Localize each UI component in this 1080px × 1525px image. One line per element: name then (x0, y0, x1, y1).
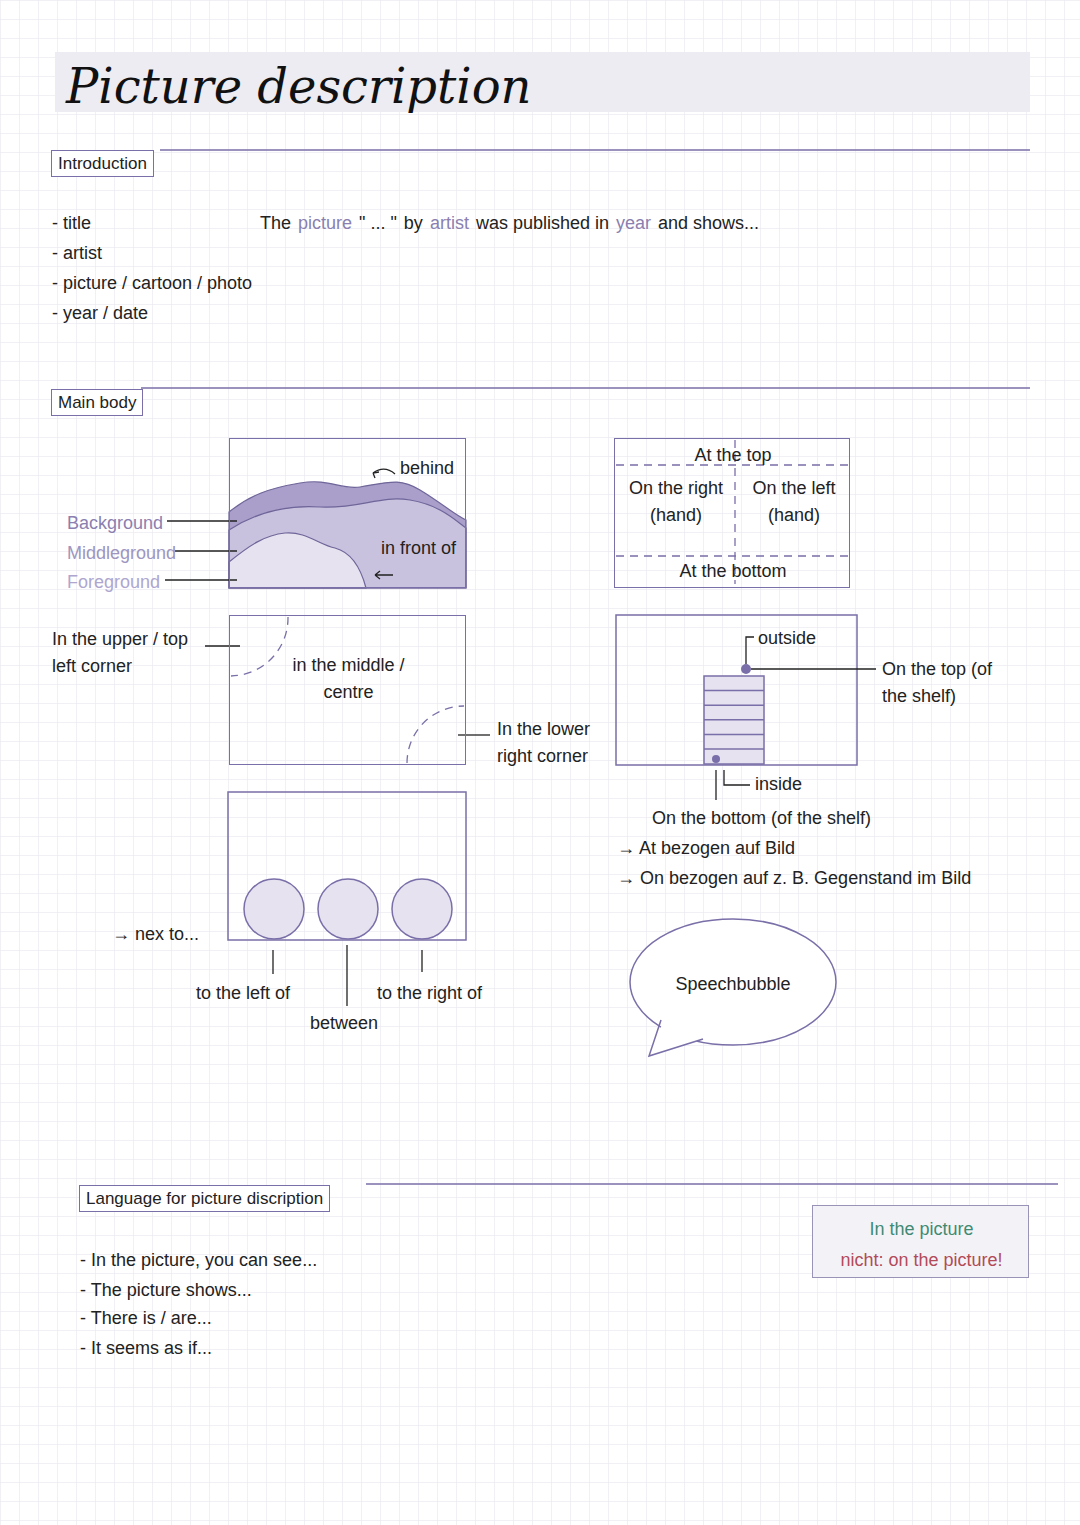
shelf (704, 676, 764, 764)
note-text: On the top (of the shelf) (882, 656, 1012, 710)
section-tag: Introduction (51, 150, 154, 177)
shelf-board (704, 704, 764, 706)
note-text: → At bezogen auf Bild (617, 835, 795, 862)
note-text: - There is / are... (80, 1305, 212, 1332)
leader-line (715, 770, 716, 800)
note-text: inside (755, 771, 802, 798)
position-box: At the top On the right (hand)On the left… (614, 438, 850, 588)
corner-arc (231, 617, 288, 676)
leader-line (165, 579, 237, 580)
section-rule (366, 1183, 1058, 1185)
section-heading: Main body (58, 392, 136, 413)
note-text: to the left of (196, 980, 290, 1007)
foreground-hill (229, 533, 366, 588)
note-text: year (616, 210, 651, 237)
shelf-board (704, 748, 764, 750)
node-text: Speechbubble (629, 971, 837, 998)
node-text: behind (400, 455, 454, 482)
leader-line (205, 645, 240, 646)
section-rule (141, 387, 1030, 389)
note-text: Foreground (67, 569, 160, 596)
leader-line (746, 637, 754, 664)
section-heading: Introduction (58, 153, 147, 174)
note-text: In the lower right corner (497, 716, 615, 770)
node-text: nicht: on the picture! (813, 1247, 1030, 1274)
arrow-behind (373, 469, 395, 474)
note-text: - picture / cartoon / photo (52, 270, 252, 297)
page-title: Picture description (66, 58, 531, 114)
note-text: Background (67, 510, 163, 537)
leader-line (458, 734, 490, 735)
circle (392, 879, 452, 939)
shelf-board (704, 734, 764, 736)
note-text: In the upper / top left corner (52, 626, 212, 680)
node-text: in the middle / centre (280, 652, 417, 706)
leader-line (751, 668, 876, 669)
section-tag: Language for picture discription (79, 1185, 330, 1212)
corner-box: in the middle / centre (229, 615, 466, 765)
circle (244, 879, 304, 939)
section-rule (160, 149, 1030, 151)
node-text: On the left (hand) (739, 475, 849, 529)
note-text: picture (298, 210, 352, 237)
note-text: was published in (476, 210, 609, 237)
note-text: On the bottom (of the shelf) (652, 805, 871, 832)
shelf-board (704, 719, 764, 721)
bubble-tail-outline (649, 1020, 703, 1056)
note-text: and shows... (658, 210, 759, 237)
leader-line (272, 950, 273, 974)
note-text: → nex to... (112, 921, 199, 948)
note-text: - title (52, 210, 91, 237)
leader-line (175, 550, 237, 551)
note-text: between (310, 1010, 378, 1037)
background-hill (229, 482, 466, 588)
dot (712, 755, 720, 763)
arrow-in-front (375, 571, 393, 579)
shelf-frame (616, 615, 857, 765)
note-text: - The picture shows... (80, 1277, 252, 1304)
corner-arc (407, 706, 464, 763)
leader-line (724, 770, 750, 785)
divider (616, 555, 848, 556)
leader-line (346, 945, 347, 1006)
note-text: - year / date (52, 300, 148, 327)
circles-frame (228, 792, 466, 940)
section-heading: Language for picture discription (86, 1188, 323, 1209)
note-text: " ... " (359, 210, 397, 237)
node-text: On the right (hand) (617, 475, 735, 529)
note-text: - It seems as if... (80, 1335, 212, 1362)
shelf-board (704, 690, 764, 692)
node-text: in front of (381, 535, 459, 562)
speech-bubble: Speechbubble (629, 918, 837, 1058)
section-tag: Main body (51, 389, 143, 416)
node-text: At the bottom (615, 558, 851, 585)
circle (318, 879, 378, 939)
note-text: Middleground (67, 540, 176, 567)
bubble-body (630, 919, 836, 1045)
leader-line (421, 950, 422, 972)
node-text: In the picture (813, 1216, 1030, 1243)
leader-line (167, 520, 237, 521)
note-text: The (260, 210, 291, 237)
note-text: artist (430, 210, 469, 237)
arrow-head (373, 472, 379, 478)
bubble-tail (649, 1022, 701, 1056)
note-box: In the picture nicht: on the picture! (812, 1205, 1029, 1278)
dot (741, 664, 751, 674)
middleground-hill (229, 499, 466, 588)
node-text: At the top (615, 442, 851, 469)
note-text: by (404, 210, 423, 237)
note-text: to the right of (377, 980, 482, 1007)
note-text: → On bezogen auf z. B. Gegenstand im Bil… (617, 865, 971, 892)
note-text: - artist (52, 240, 102, 267)
sentence-row: The picture " ... " by artist was published i… (260, 210, 759, 237)
note-text: outside (758, 625, 816, 652)
note-text: - In the picture, you can see... (80, 1247, 317, 1274)
landscape-box: behind in front of (229, 438, 466, 588)
